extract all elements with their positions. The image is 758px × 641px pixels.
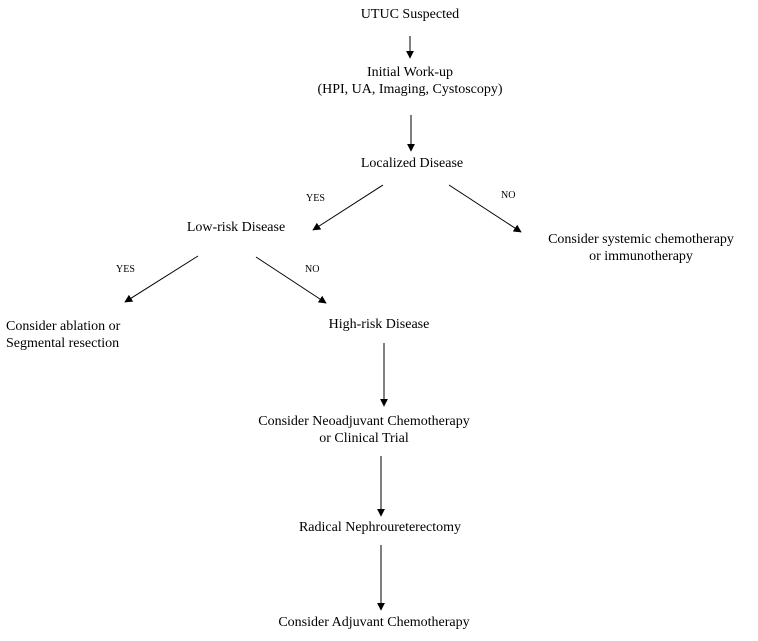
arrow-localized-to-lowrisk xyxy=(312,184,384,231)
node-neoadjuvant-chemotherapy-line-1: Consider Neoadjuvant Chemotherapy xyxy=(258,414,470,429)
node-adjuvant-chemotherapy-line-1: Consider Adjuvant Chemotherapy xyxy=(278,615,470,630)
node-localized-disease-line-1: Localized Disease xyxy=(360,156,464,171)
node-adjuvant-chemotherapy: Consider Adjuvant Chemotherapy xyxy=(254,614,494,631)
arrow-localized-to-systemic xyxy=(448,184,522,233)
node-systemic-chemotherapy-line-1: Consider systemic chemotherapy xyxy=(548,232,734,247)
node-localized-disease: Localized Disease xyxy=(312,155,512,172)
edge-label-localized-yes: YES xyxy=(306,193,325,204)
node-systemic-chemotherapy: Consider systemic chemotherapy or immuno… xyxy=(526,231,756,265)
node-ablation-resection: Consider ablation or Segmental resection xyxy=(6,318,186,352)
arrow-lowrisk-to-highrisk xyxy=(255,256,327,304)
node-initial-workup-line-1: Initial Work-up xyxy=(366,65,454,80)
node-radical-nephroureterectomy: Radical Nephroureterectomy xyxy=(270,519,490,536)
arrow-lowrisk-to-ablation xyxy=(124,255,199,303)
node-initial-workup-line-2: (HPI, UA, Imaging, Cystoscopy) xyxy=(317,82,503,97)
edge-label-lowrisk-yes: YES xyxy=(116,264,135,275)
node-utuc-suspected-line-1: UTUC Suspected xyxy=(360,7,460,22)
node-high-risk-disease-line-1: High-risk Disease xyxy=(328,317,430,332)
edge-label-localized-no: NO xyxy=(501,190,516,201)
node-systemic-chemotherapy-line-2: or immunotherapy xyxy=(589,249,693,264)
node-utuc-suspected: UTUC Suspected xyxy=(290,6,530,23)
node-low-risk-disease: Low-risk Disease xyxy=(156,219,316,236)
node-radical-nephroureterectomy-line-1: Radical Nephroureterectomy xyxy=(298,520,462,535)
node-ablation-resection-line-2: Segmental resection xyxy=(6,336,120,351)
node-low-risk-disease-line-1: Low-risk Disease xyxy=(186,220,286,235)
node-neoadjuvant-chemotherapy-line-2: or Clinical Trial xyxy=(319,431,409,446)
node-high-risk-disease: High-risk Disease xyxy=(299,316,459,333)
edge-label-lowrisk-no: NO xyxy=(305,264,320,275)
node-initial-workup: Initial Work-up (HPI, UA, Imaging, Cysto… xyxy=(270,64,550,98)
node-neoadjuvant-chemotherapy: Consider Neoadjuvant Chemotherapy or Cli… xyxy=(234,413,494,447)
node-ablation-resection-line-1: Consider ablation or xyxy=(6,319,121,334)
